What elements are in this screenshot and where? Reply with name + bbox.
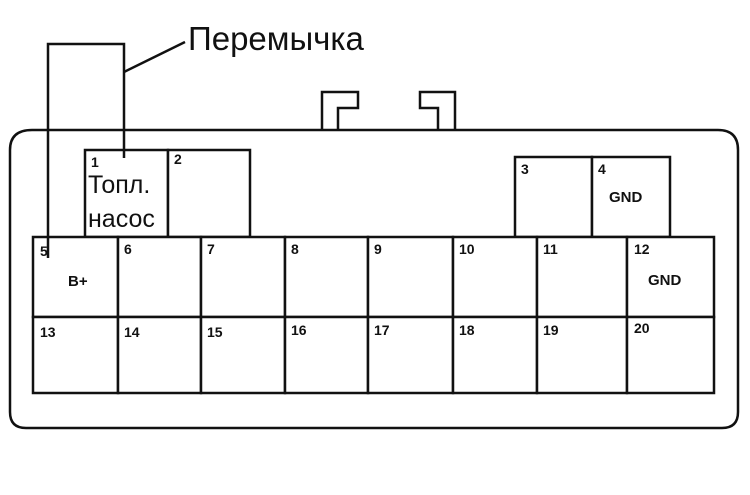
pin-number-11: 11 (543, 241, 558, 257)
pin-number-2: 2 (174, 151, 182, 167)
pin-number-7: 7 (207, 241, 215, 257)
locking-tab (320, 90, 360, 130)
jumper-wire (46, 42, 126, 258)
pin-number-14: 14 (124, 324, 140, 340)
fuel-pump-label-line1: Топл. (88, 171, 150, 199)
pin-cell-2 (166, 148, 252, 239)
pin-number-8: 8 (291, 241, 299, 257)
pin-number-4: 4 (598, 161, 606, 177)
jumper-label: Перемычка (188, 20, 365, 57)
pin-cell-10 (451, 235, 539, 319)
pin-cell-16 (283, 315, 370, 395)
pin-number-9: 9 (374, 241, 382, 257)
fuel-pump-label-line2: насос (88, 205, 155, 233)
locking-tab (418, 90, 457, 130)
pin-number-15: 15 (207, 324, 223, 340)
pin-number-5: 5 (40, 243, 48, 259)
pin-number-16: 16 (291, 322, 307, 338)
pin-number-10: 10 (459, 241, 475, 257)
pin-cell-9 (366, 235, 455, 319)
pin-number-19: 19 (543, 322, 559, 338)
pin-cell-18 (451, 315, 539, 395)
pin-cell-17 (366, 315, 455, 395)
pin-cell-13 (31, 315, 120, 395)
pin-number-1: 1 (91, 154, 99, 170)
jumper-leader-line (123, 40, 186, 74)
pin-cell-11 (535, 235, 629, 319)
pin-number-17: 17 (374, 322, 390, 338)
pin-cell-12 (625, 235, 716, 319)
connector-housing (8, 128, 740, 430)
pin-signal-4: GND (609, 189, 643, 206)
pin-signal-5: B+ (68, 273, 88, 290)
pin-cell-15 (199, 315, 287, 395)
pin-number-18: 18 (459, 322, 475, 338)
pin-number-20: 20 (634, 320, 650, 336)
pin-number-12: 12 (634, 241, 650, 257)
pin-number-13: 13 (40, 324, 56, 340)
pin-cell-19 (535, 315, 629, 395)
pin-number-6: 6 (124, 241, 132, 257)
pin-cell-20 (625, 315, 716, 395)
pin-cell-14 (116, 315, 203, 395)
pin-signal-12: GND (648, 272, 682, 289)
pin-number-3: 3 (521, 161, 529, 177)
